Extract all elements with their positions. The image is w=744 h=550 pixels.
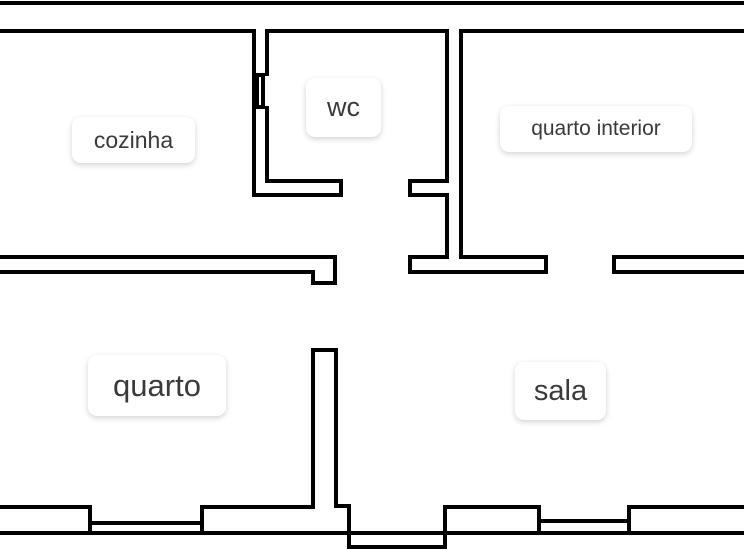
kitchen-wall xyxy=(0,29,343,197)
corridor-left-wall xyxy=(0,255,337,285)
wc-wall xyxy=(265,29,744,274)
room-label-wc: wc xyxy=(306,78,381,137)
room-label-quarto: quarto xyxy=(88,355,226,416)
room-label-quarto-interior: quarto interior xyxy=(500,106,692,152)
interior-right-wall xyxy=(612,255,744,274)
room-label-sala: sala xyxy=(515,362,606,420)
bottom-wall xyxy=(0,348,744,549)
room-label-cozinha: cozinha xyxy=(72,117,195,163)
wc-window xyxy=(255,73,265,109)
